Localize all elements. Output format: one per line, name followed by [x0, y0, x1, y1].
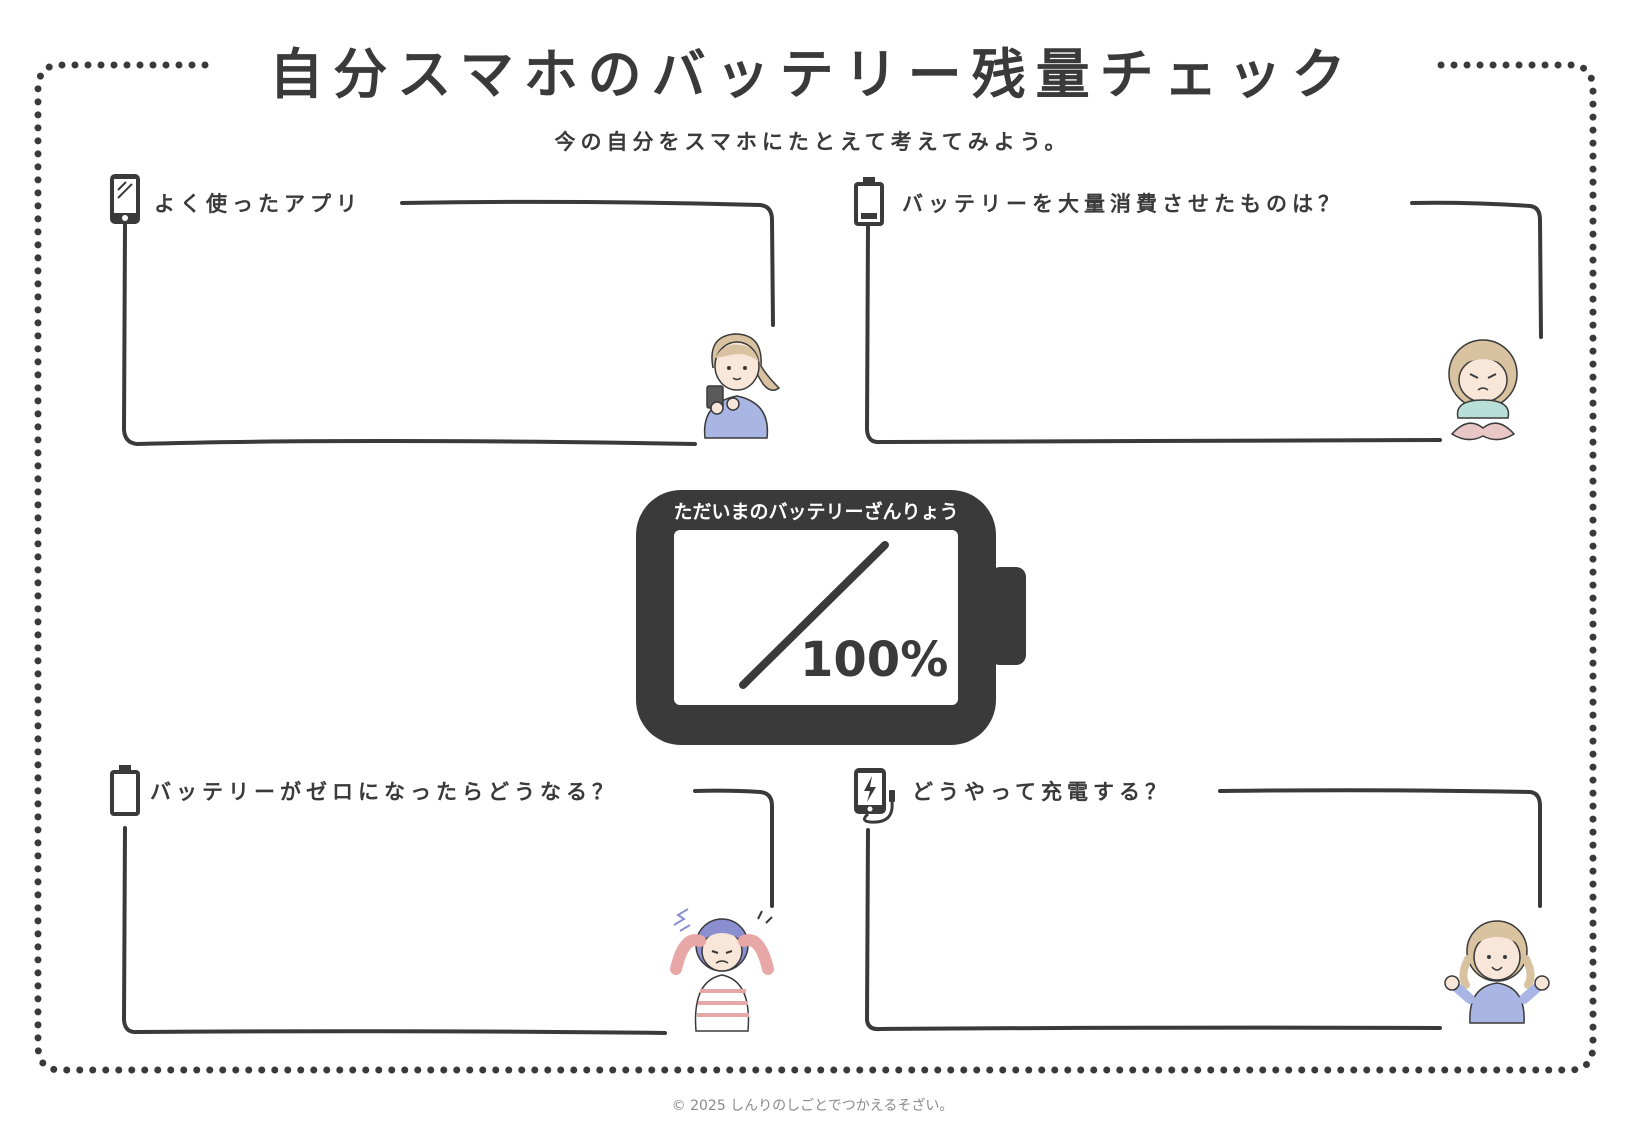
grumpy-child-illustration — [1448, 339, 1518, 441]
answer-area-1[interactable] — [130, 215, 690, 430]
battery-slash — [739, 541, 889, 689]
answer-area-4[interactable] — [875, 810, 1435, 1020]
answer-area-2[interactable] — [875, 215, 1435, 425]
girl-with-phone-illustration — [703, 333, 781, 439]
page-title: 自分スマホのバッテリー残量チェック — [269, 43, 1356, 106]
answer-box-1-frame — [121, 199, 775, 447]
section-label-2: バッテリーを大量消費させたものは？ — [902, 192, 1344, 216]
section-label-1: よく使ったアプリ — [154, 192, 362, 216]
section-label-4: どうやって充電する？ — [912, 780, 1171, 804]
determined-child-illustration — [1444, 920, 1550, 1024]
dotted-border — [34, 61, 1597, 1074]
low-battery-icon — [854, 177, 884, 226]
charging-phone-icon — [854, 768, 895, 824]
section-label-3: バッテリーがゼロになったらどうなる？ — [150, 780, 618, 804]
copyright-notice: © 2025 しんりのしごとでつかえるそざい。 — [671, 1098, 954, 1114]
battery-terminal — [990, 567, 1026, 665]
battery-max-label: 100% — [800, 632, 949, 688]
distressed-child-illustration — [670, 908, 774, 1032]
page-subtitle: 今の自分をスマホにたとえて考えてみよう。 — [554, 130, 1071, 154]
smartphone-icon — [110, 174, 140, 226]
answer-area-3[interactable] — [130, 810, 660, 1020]
empty-battery-icon — [110, 765, 140, 816]
answer-box-4-frame — [864, 788, 1542, 1032]
battery-caption: ただいまのバッテリーざんりょう — [673, 501, 959, 523]
battery-gauge — [636, 490, 1026, 745]
answer-box-2-frame — [864, 200, 1543, 445]
answer-box-3-frame — [121, 788, 774, 1035]
